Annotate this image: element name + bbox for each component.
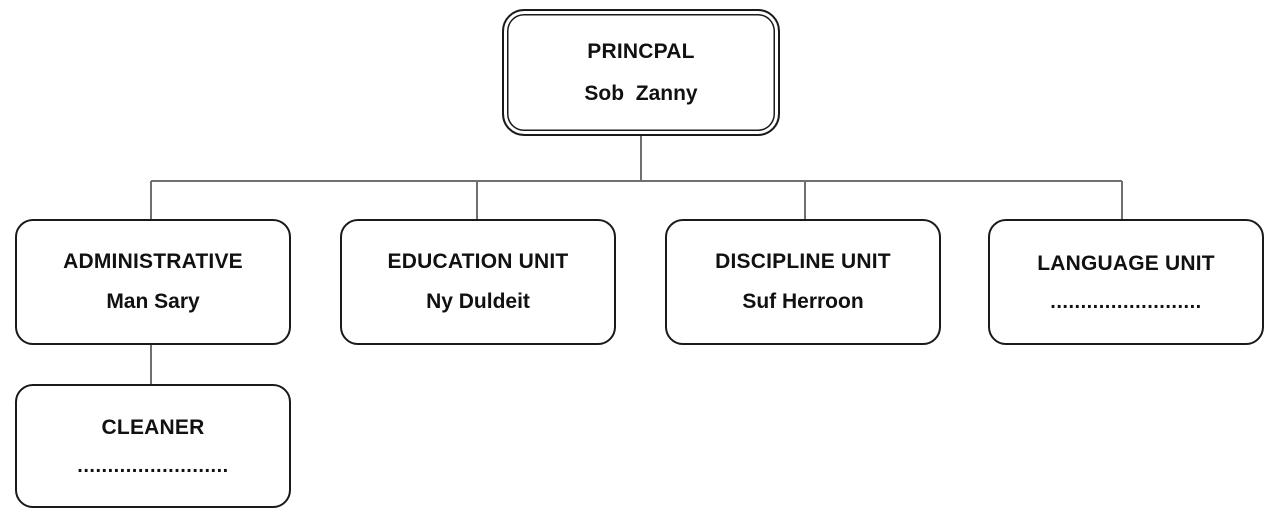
discipline-unit-name: Suf Herroon — [742, 290, 864, 313]
discipline-unit-title: DISCIPLINE UNIT — [715, 250, 891, 273]
education-unit-title: EDUCATION UNIT — [387, 250, 569, 273]
cleaner-title: CLEANER — [101, 416, 205, 439]
education-unit-box: EDUCATION UNIT Ny Duldeit — [340, 219, 616, 345]
language-unit-name-placeholder: ......................... — [1050, 291, 1202, 313]
language-unit-box: LANGUAGE UNIT ......................... — [988, 219, 1264, 345]
administrative-box: ADMINISTRATIVE Man Sary — [15, 219, 291, 345]
principal-box: PRINCPAL Sob Zanny — [502, 9, 780, 136]
principal-name: Sob Zanny — [584, 81, 698, 105]
language-unit-title: LANGUAGE UNIT — [1037, 252, 1215, 275]
education-unit-name: Ny Duldeit — [426, 290, 530, 313]
administrative-title: ADMINISTRATIVE — [63, 250, 243, 273]
cleaner-box: CLEANER ......................... — [15, 384, 291, 508]
discipline-unit-box: DISCIPLINE UNIT Suf Herroon — [665, 219, 941, 345]
principal-title: PRINCPAL — [587, 39, 695, 63]
administrative-name: Man Sary — [106, 290, 200, 313]
cleaner-name-placeholder: ......................... — [77, 455, 229, 477]
